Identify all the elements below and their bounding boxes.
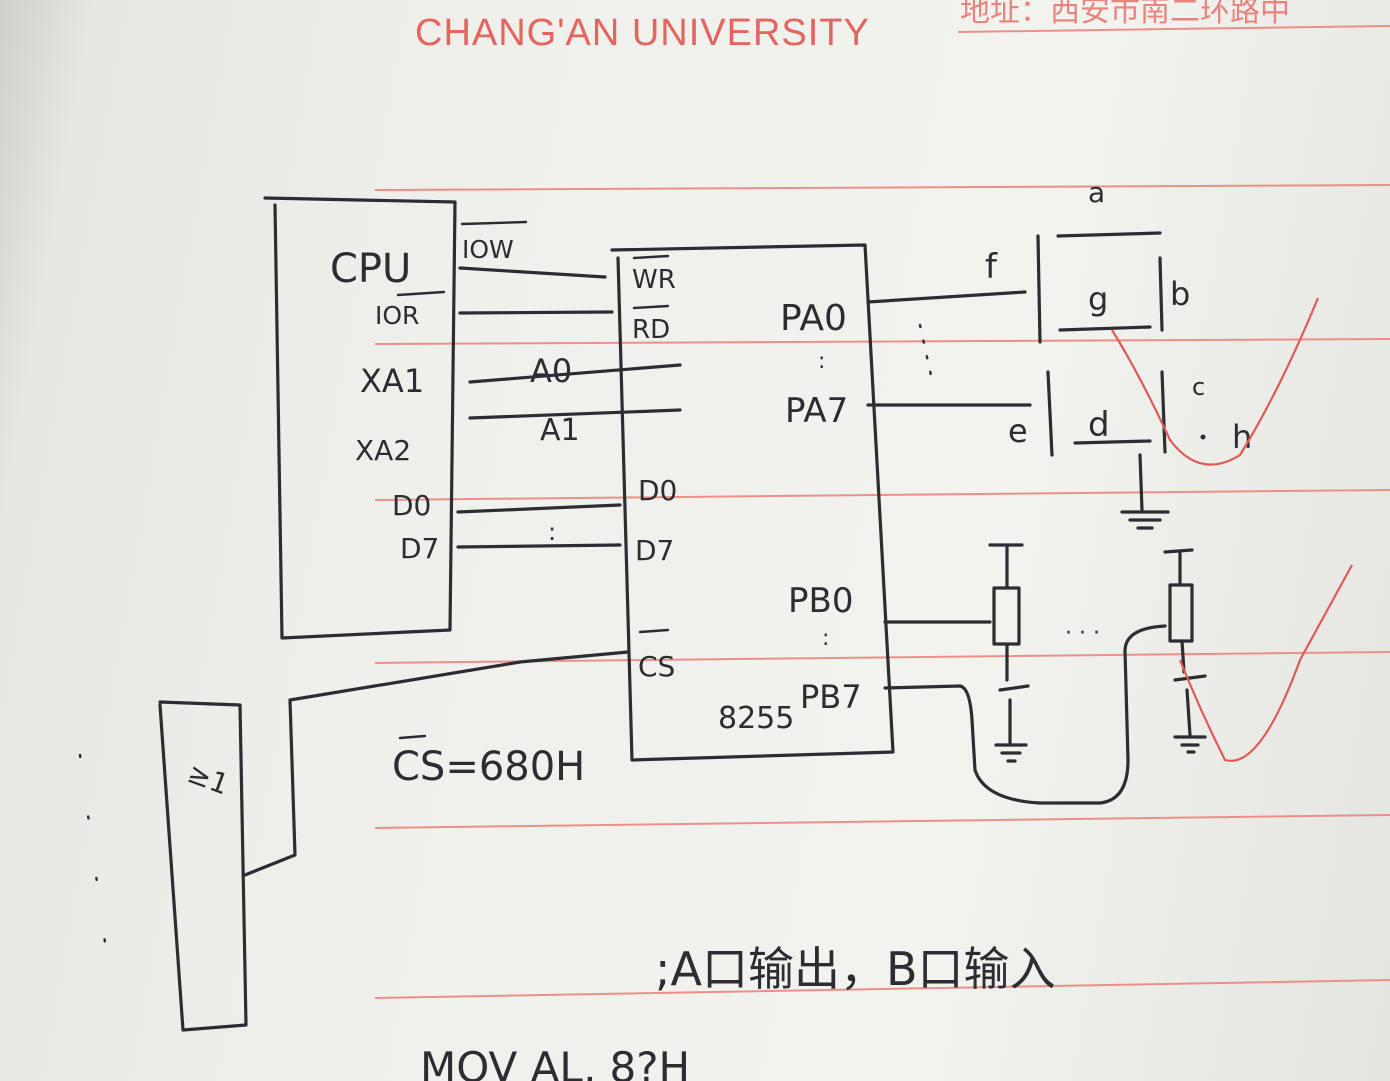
red-check-marks [1111,297,1353,762]
cpu-title: CPU [330,246,411,292]
note-port-config: ;A口输出，B口输入 [655,942,1056,996]
segment-label-h: h [1232,418,1252,456]
cpu-pin-ior: IOR [375,301,419,330]
chip-pin-cs: CS [638,650,675,683]
bus-wires: A0 A1 : [456,266,682,549]
cpu-pin-xa1: XA1 [360,362,424,400]
switch-array: · · · [883,543,1207,805]
decoder-wiring: ≥1 [78,650,630,1032]
seven-segment-display: a b c d e f g h [985,176,1252,530]
segment-label-d: d [1088,405,1110,445]
segment-label-c: c [1192,373,1205,401]
segment-label-g: g [1088,280,1108,318]
cpu-pin-iow: IOW [462,235,514,264]
university-header: CHANG'AN UNIVERSITY [415,12,870,54]
segment-label-e: e [1008,412,1028,450]
data-bus-dots: : [548,518,556,546]
address-header: 地址：西安市南二环路中 [960,0,1290,29]
bus-label-a0: A0 [530,352,572,390]
segment-label-f: f [985,247,998,287]
port-a-wires [866,290,1032,407]
chip-pin-pb0: PB0 [788,581,853,621]
chip-dots-pb: : [822,626,829,651]
chip-8255: WR RD D0 D7 CS PA0 : PA7 PB0 : PB7 8255 [610,243,895,762]
chip-pin-pa7: PA7 [785,391,848,431]
switch-ellipsis: · · · [1065,621,1100,646]
chip-pin-pa0: PA0 [780,298,847,339]
cpu-pin-d0: D0 [392,489,431,522]
chip-name: 8255 [718,701,794,736]
chip-dots-pa: : [818,349,825,374]
cs-address-note: CS=680H [392,744,585,790]
chip-pin-pb7: PB7 [800,678,862,716]
chip-pin-d7: D7 [635,534,674,567]
cpu-block: CPU IOW IOR XA1 XA2 D0 D7 [263,196,528,640]
cpu-pin-d7: D7 [400,532,439,565]
segment-label-a: a [1088,176,1105,209]
bus-label-a1: A1 [540,413,580,448]
chip-pin-d0: D0 [638,474,677,507]
chip-pin-wr: WR [632,265,676,295]
note-instruction: MOV AL, 8?H [420,1043,690,1081]
cpu-pin-xa2: XA2 [355,434,411,467]
decoder-label: ≥1 [183,756,233,801]
ruled-lines [374,25,1390,999]
chip-pin-rd: RD [632,315,670,345]
segment-label-b: b [1170,275,1190,313]
